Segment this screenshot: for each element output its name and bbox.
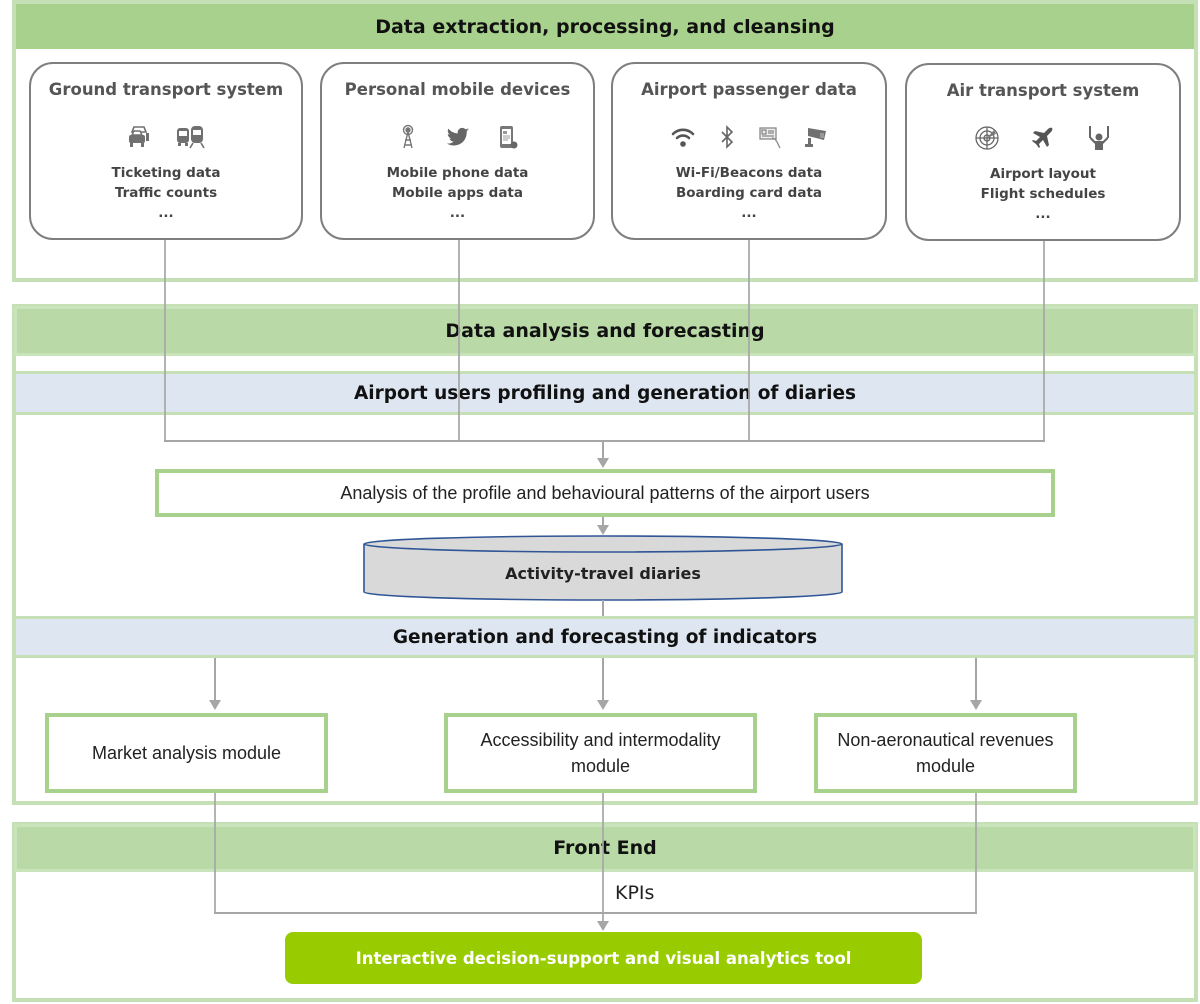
card-line: Traffic counts [114,185,218,201]
profiling-header: Airport users profiling and generation o… [16,371,1194,415]
card-ellipsis: ... [449,205,466,221]
analysis-header: Data analysis and forecasting [14,306,1196,356]
card-line: Airport layout [990,166,1096,182]
frontend-title: Front End [553,837,657,859]
card-ellipsis: ... [741,205,757,221]
card-ellipsis: ... [158,205,174,221]
card-title: Air transport system [946,81,1140,100]
connector-accessibility-kpi [602,793,604,923]
connector-to-analysis [602,440,604,460]
extraction-title: Data extraction, processing, and cleansi… [375,15,835,38]
source-card-air-transport: Air transport system Airport layout Flig… [905,63,1181,241]
analysis-title: Data analysis and forecasting [445,320,765,342]
cars-icon [126,124,152,155]
cctv-camera-icon [802,124,828,155]
connector-air [1043,241,1045,441]
connector-kpi-join [214,912,977,914]
module-label: Non-aeronautical revenues [837,730,1054,750]
airplane-icon [1030,125,1056,156]
card-line: Flight schedules [980,186,1106,202]
connector-market-kpi [214,793,216,914]
connector-revenues-kpi [975,793,977,914]
card-line: Boarding card data [675,185,823,201]
extraction-header: Data extraction, processing, and cleansi… [16,4,1194,49]
arrow-icon [209,700,221,710]
indicators-header: Generation and forecasting of indicators [16,616,1194,658]
source-card-passenger-data: Airport passenger data Wi-Fi/Beacons dat… [611,62,887,240]
arrow-icon [970,700,982,710]
kpis-label: KPIs [615,882,655,904]
indicators-title: Generation and forecasting of indicators [392,626,818,648]
module-market-analysis: Market analysis module [45,713,328,793]
module-label: Accessibility and intermodality [480,730,721,750]
bluetooth-icon [714,124,740,155]
card-title: Ground transport system [48,80,284,99]
connector-to-database [602,517,604,527]
connector-database-down [602,600,604,618]
module-label: module [915,756,976,776]
connector-market [214,658,216,702]
connector-revenues [975,658,977,702]
card-line: Wi-Fi/Beacons data [675,165,823,181]
mobile-app-icon [495,124,521,155]
module-label: Market analysis module [91,743,282,763]
module-accessibility: Accessibility and intermodality module [444,713,757,793]
wifi-icon [670,124,696,155]
card-line: Mobile phone data [386,165,529,181]
decision-support-tool-button[interactable]: Interactive decision-support and visual … [285,932,922,984]
antenna-tower-icon [395,124,421,155]
connector-join [164,440,1045,442]
connector-ground [164,240,166,441]
arrow-icon [597,700,609,710]
connector-accessibility [602,658,604,702]
tool-button-label: Interactive decision-support and visual … [355,948,852,968]
source-card-ground-transport: Ground transport system Ticketing data T… [29,62,303,240]
twitter-bird-icon [445,124,471,155]
connector-mobile [458,240,460,441]
arrow-icon [597,921,609,931]
frontend-header: Front End [14,824,1196,872]
boarding-card-icon [758,124,784,155]
database-label: Activity-travel diaries [505,564,701,583]
card-ellipsis: ... [1035,206,1051,222]
arrow-icon [597,525,609,535]
radar-icon [974,125,1000,156]
module-label: module [570,756,631,776]
connector-passenger [748,240,750,441]
profiling-title: Airport users profiling and generation o… [353,382,857,404]
database-cylinder [363,535,843,601]
marshaller-icon [1086,125,1112,156]
card-line: Mobile apps data [392,185,523,201]
module-non-aeronautical-revenues: Non-aeronautical revenues module [814,713,1077,793]
arrow-icon [597,458,609,468]
card-title: Personal mobile devices [344,80,571,99]
card-title: Airport passenger data [641,80,857,99]
bus-train-icon [176,124,206,155]
analysis-box-label: Analysis of the profile and behavioural … [340,483,870,503]
analysis-box: Analysis of the profile and behavioural … [155,469,1055,517]
card-line: Ticketing data [111,165,221,181]
source-card-mobile-devices: Personal mobile devices Mobile phone dat… [320,62,595,240]
